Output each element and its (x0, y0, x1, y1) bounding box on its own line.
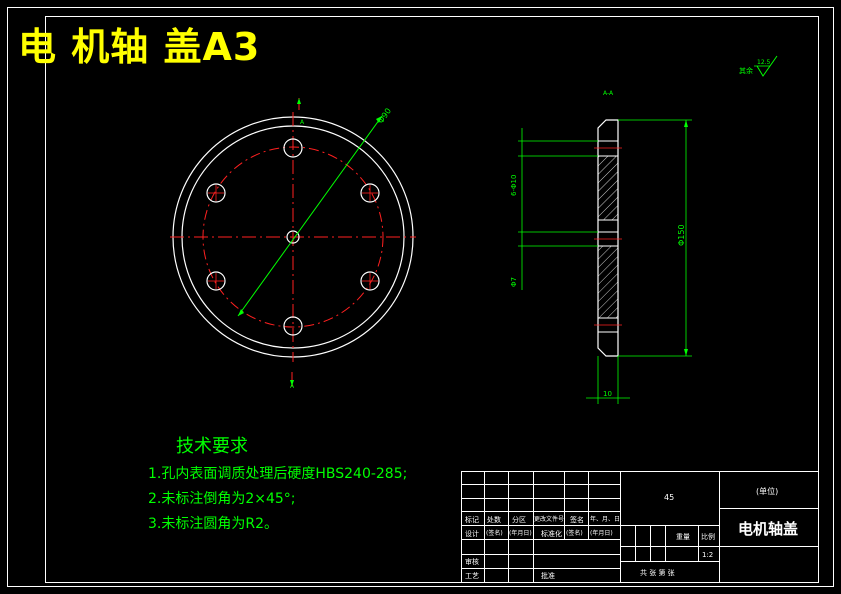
tb-row2-5: (年月日) (590, 530, 613, 537)
hatch-upper (598, 156, 618, 220)
drawing-title: 电 机轴 盖A3 (18, 25, 261, 69)
tb-header-3: 更改文件号 (534, 516, 565, 523)
company-label: (单位) (756, 487, 779, 496)
hole-top (283, 138, 303, 158)
requirement-item-3: 3.未标注圆角为R2。 (148, 516, 278, 532)
hole-lower-right (360, 271, 380, 291)
center-hole (286, 230, 300, 244)
requirement-item-1: 1.孔内表面调质处理后硬度HBS240-285; (148, 466, 408, 482)
outer-border (7, 7, 834, 587)
overall-diameter-label: Φ150 (677, 224, 686, 246)
tb-header-4: 签名 (570, 516, 584, 524)
tb-row2-3: 标准化 (541, 530, 562, 538)
part-name: 电机轴盖 (738, 520, 799, 538)
hatch-lower (598, 246, 618, 318)
tb-header-5: 年、月、日 (590, 516, 621, 523)
roughness-symbol: 其余 12.5 (739, 55, 778, 77)
roughness-value: 12.5 (757, 59, 771, 66)
tb-row3-0: 审核 (465, 558, 479, 566)
section-view: 6-Φ10 Φ7 Φ150 10 A-A (510, 90, 692, 404)
tb-header-1: 处数 (487, 516, 501, 524)
view-marker-bottom: A (290, 383, 295, 390)
section-label: A-A (603, 90, 614, 97)
center-hole-dimension-label: Φ7 (510, 277, 518, 287)
holes-dimension-label: 6-Φ10 (510, 175, 518, 196)
hole-upper-right (360, 183, 380, 203)
thickness-label: 10 (603, 390, 612, 398)
tb-row2-1: (签名) (486, 530, 503, 537)
tb-row2-4: (签名) (566, 530, 583, 537)
hole-upper-left (206, 183, 226, 203)
tb-header-2: 分区 (512, 516, 526, 524)
diameter-dimension-line (237, 115, 383, 317)
tb-row4-0: 工艺 (465, 572, 479, 580)
tb-row2-2: (年月日) (509, 530, 532, 537)
scale-label: 比例 (701, 533, 715, 541)
scale-value: 1:2 (702, 551, 714, 559)
sheets-label: 共 张 第 张 (640, 569, 675, 577)
title-block (461, 471, 819, 583)
weight-label: 重量 (676, 533, 690, 541)
view-marker-top: A (300, 119, 305, 126)
front-view: Φ90 A A (170, 98, 416, 390)
requirement-item-2: 2.未标注倒角为2×45°; (148, 491, 296, 507)
tb-row2-0: 设计 (465, 530, 479, 538)
hole-lower-left (206, 271, 226, 291)
section-outline (597, 119, 619, 357)
inner-border (45, 16, 819, 583)
hole-bottom (283, 316, 303, 336)
roughness-label: 其余 (739, 66, 753, 75)
technical-requirements-heading: 技术要求 (176, 436, 248, 457)
tb-row4-1: 批准 (541, 572, 555, 580)
material-value: 45 (664, 493, 675, 502)
tb-header-0: 标记 (465, 516, 479, 524)
diameter-diag-label: Φ90 (376, 106, 393, 125)
